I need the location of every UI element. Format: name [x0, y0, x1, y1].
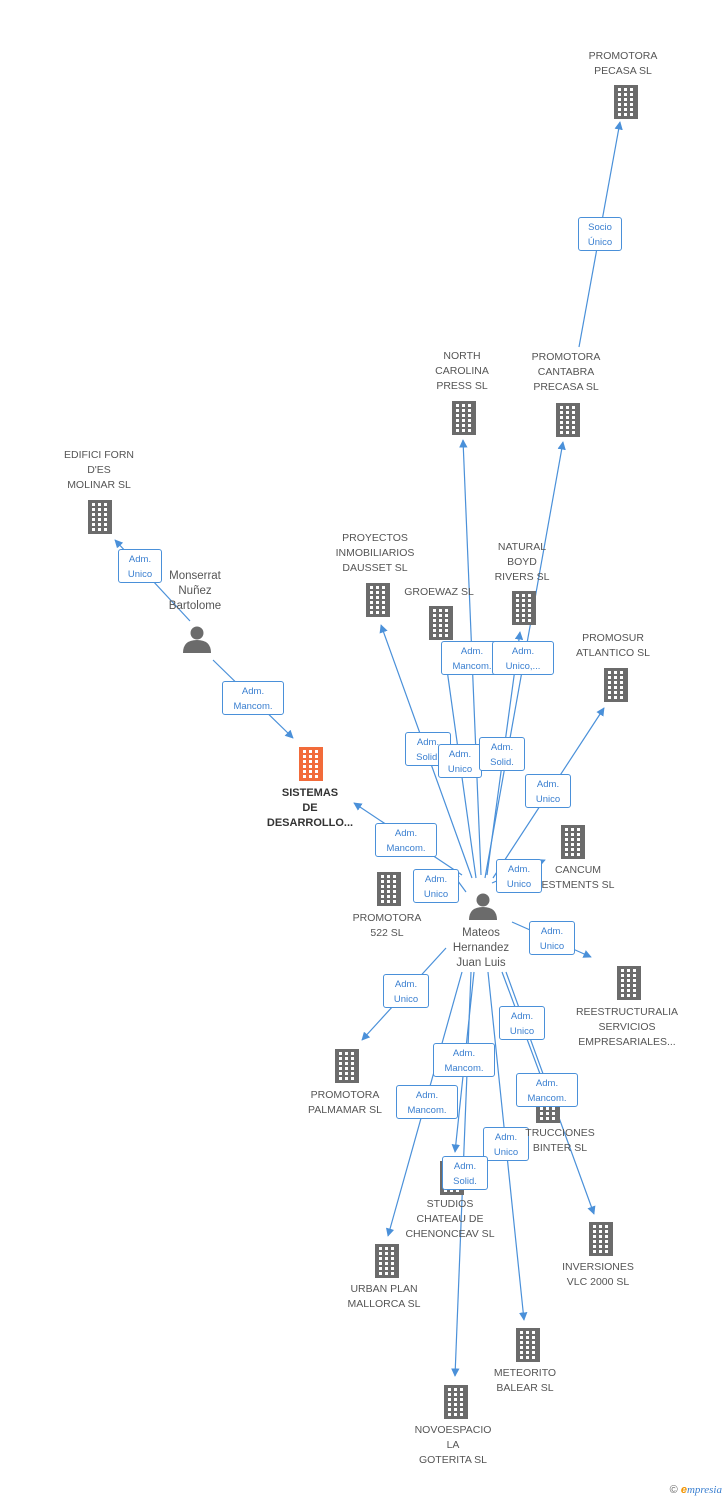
node-label-edifici[interactable]: EDIFICI FORN D'ES MOLINAR SL — [64, 449, 134, 491]
node-label-cantabra[interactable]: PROMOTORA CANTABRA PRECASA SL — [531, 351, 601, 393]
relation-label-mateos-construcciones[interactable]: Adm. Unico — [499, 1006, 545, 1040]
node-label-naturalboyd[interactable]: NATURAL BOYD RIVERS SL — [494, 541, 550, 583]
node-label-inversiones[interactable]: INVERSIONES VLC 2000 SL — [562, 1261, 634, 1288]
edges-layer — [114, 121, 623, 1377]
building-icon[interactable] — [377, 872, 401, 906]
building-icon[interactable] — [452, 401, 476, 435]
relation-label-mateos-reestructuralia[interactable]: Adm. Unico — [529, 921, 575, 955]
node-label-studios[interactable]: STUDIOS CHATEAU DE CHENONCEAV SL — [405, 1198, 495, 1240]
focus-building-icon[interactable] — [299, 747, 323, 781]
relation-label-mateos-meteorito[interactable]: Adm. Unico — [483, 1127, 529, 1161]
node-label-groewaz[interactable]: GROEWAZ SL — [404, 586, 474, 598]
person-icon[interactable] — [469, 893, 497, 921]
node-label-urbanplan[interactable]: URBAN PLAN MALLORCA SL — [347, 1283, 421, 1310]
relation-label-mateos-sistemas[interactable]: Adm. Mancom. — [375, 823, 437, 857]
node-label-meteorito[interactable]: METEORITO BALEAR SL — [493, 1367, 557, 1394]
relation-label-mateos-inversiones[interactable]: Adm. Mancom. — [516, 1073, 578, 1107]
node-label-proyectos[interactable]: PROYECTOS INMOBILIARIOS DAUSSET SL — [335, 532, 415, 574]
node-label-mateos[interactable]: Mateos Hernandez Juan Luis — [452, 927, 510, 969]
relation-label-mateos-studios[interactable]: Adm. Mancom. — [433, 1043, 495, 1077]
person-icon[interactable] — [183, 626, 211, 654]
relation-label-mateos-urbanplan[interactable]: Adm. Mancom. — [396, 1085, 458, 1119]
relation-label-monserrat-sistemas[interactable]: Adm. Mancom. — [222, 681, 284, 715]
building-icon[interactable] — [561, 825, 585, 859]
building-icon[interactable] — [512, 591, 536, 625]
building-icon[interactable] — [516, 1328, 540, 1362]
copyright-symbol: © — [669, 1484, 678, 1496]
node-label-palmamar[interactable]: PROMOTORA PALMAMAR SL — [308, 1089, 382, 1116]
brand-logo-e: e — [680, 1484, 687, 1496]
node-label-monserrat[interactable]: Monserrat Nuñez Bartolome — [168, 570, 222, 612]
building-icon[interactable] — [335, 1049, 359, 1083]
node-label-construcciones[interactable]: TRUCCIONES BINTER SL — [525, 1127, 595, 1154]
relation-label-mateos-cancum[interactable]: Adm. Unico — [496, 859, 542, 893]
building-icon[interactable] — [556, 403, 580, 437]
building-icon[interactable] — [88, 500, 112, 534]
building-icon[interactable] — [429, 606, 453, 640]
node-label-promotora522[interactable]: PROMOTORA 522 SL — [352, 912, 422, 939]
building-icon[interactable] — [366, 583, 390, 617]
relation-label-mateos-promosur[interactable]: Adm. Unico — [525, 774, 571, 808]
building-icon[interactable] — [614, 85, 638, 119]
relation-label-monserrat-edifici[interactable]: Adm. Unico — [118, 549, 162, 583]
building-icon[interactable] — [444, 1385, 468, 1419]
relation-label-mateos-cantabra[interactable]: Adm. Solid. — [479, 737, 525, 771]
node-label-reestructuralia[interactable]: REESTRUCTURALIA SERVICIOS EMPRESARIALES.… — [575, 1006, 679, 1048]
relation-label-mateos-groewaz[interactable]: Adm. Unico — [438, 744, 482, 778]
node-label-novoespacio[interactable]: NOVOESPACIO LA GOTERITA SL — [414, 1424, 492, 1466]
relation-label-mateos-novoespacio[interactable]: Adm. Solid. — [442, 1156, 488, 1190]
building-icon[interactable] — [589, 1222, 613, 1256]
brand-logo-text: mpresia — [686, 1484, 722, 1496]
building-icon[interactable] — [617, 966, 641, 1000]
node-label-northcarolina[interactable]: NORTH CAROLINA PRESS SL — [435, 350, 489, 392]
node-label-pecasa[interactable]: PROMOTORA PECASA SL — [588, 50, 658, 77]
relation-label-mateos-naturalboyd[interactable]: Adm. Unico,... — [492, 641, 554, 675]
building-icon[interactable] — [604, 668, 628, 702]
relation-label-mateos-palmamar[interactable]: Adm. Unico — [383, 974, 429, 1008]
building-icon[interactable] — [375, 1244, 399, 1278]
relation-label-cantabra-pecasa[interactable]: Socio Único — [578, 217, 622, 251]
icons-layer — [88, 85, 641, 1419]
node-label-promosur[interactable]: PROMOSUR ATLANTICO SL — [576, 632, 650, 659]
footer-brand[interactable]: © empresia — [670, 1484, 722, 1496]
relation-label-mateos-promotora522[interactable]: Adm. Unico — [413, 869, 459, 903]
node-label-sistemas[interactable]: SISTEMAS DE DESARROLLO... — [266, 787, 354, 829]
node-label-cancum[interactable]: CANCUM ESTMENTS SL — [541, 864, 615, 891]
